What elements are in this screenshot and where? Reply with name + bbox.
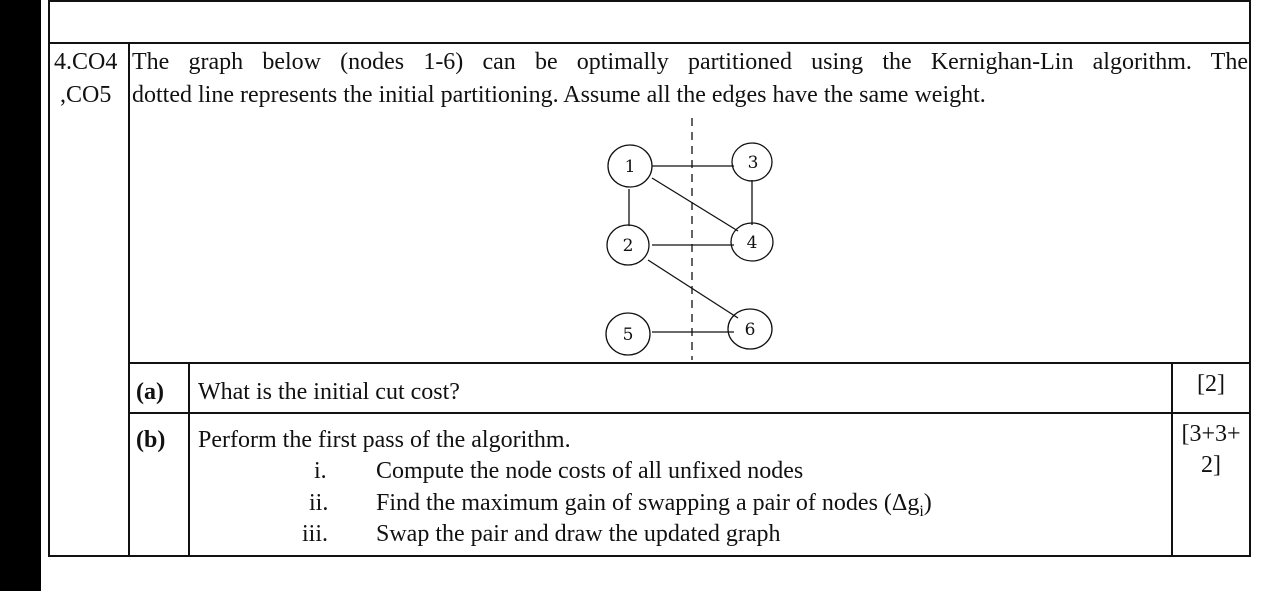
- subitem-iii-number: iii.: [302, 521, 329, 547]
- question-stem-line-2: dotted line represents the initial parti…: [132, 82, 986, 108]
- subitem-ii-text-wrap: Find the maximum gain of swapping a pair…: [376, 489, 932, 526]
- node-3-label: 3: [748, 153, 759, 173]
- marks-column-divider: [1171, 362, 1173, 557]
- node-5-label: 5: [623, 325, 634, 345]
- node-4-label: 4: [747, 233, 758, 253]
- node-2-circle: [606, 224, 650, 266]
- course-outcome-label: ,CO5: [60, 82, 112, 108]
- question-number-column-divider: [128, 42, 130, 557]
- figure-bottom-divider: [129, 362, 1251, 364]
- partition-graph-figure: 1 2 3 4 5 6: [605, 118, 774, 360]
- node-4-circle: [730, 222, 774, 262]
- subitem-ii-text: Find the maximum gain of swapping a pair…: [376, 490, 920, 516]
- node-6-label: 6: [745, 320, 756, 340]
- part-b-text: Perform the first pass of the algorithm.: [198, 427, 571, 453]
- node-3-circle: [731, 142, 773, 182]
- node-1-circle: [607, 144, 653, 188]
- subitem-ii-suffix: ): [923, 490, 932, 516]
- part-a-text: What is the initial cut cost?: [198, 379, 460, 405]
- part-b-marks-line-1: [3+3+: [1181, 421, 1241, 447]
- question-table: [48, 0, 1251, 557]
- part-a-marks: [2]: [1197, 371, 1225, 397]
- node-6-circle: [727, 308, 773, 350]
- node-2-label: 2: [623, 236, 634, 256]
- node-5-circle: [605, 312, 651, 356]
- question-number: 4.CO4: [54, 49, 118, 75]
- left-black-margin: [0, 0, 41, 591]
- part-label-column-divider: [188, 362, 190, 557]
- part-b-marks-line-2: 2]: [1201, 452, 1221, 478]
- part-a-bottom-divider: [129, 412, 1251, 414]
- header-row-divider: [48, 42, 1251, 44]
- subitem-ii-number: ii.: [309, 490, 329, 516]
- node-1-label: 1: [625, 157, 636, 177]
- subitem-i-text: Compute the node costs of all unfixed no…: [376, 458, 804, 484]
- part-a-label: (a): [136, 379, 164, 405]
- subitem-ii-subscript: i: [919, 502, 924, 520]
- question-stem-line-1: The graph below (nodes 1-6) can be optim…: [132, 49, 1248, 75]
- edge-2-6: [647, 259, 739, 319]
- part-b-label: (b): [136, 427, 166, 453]
- subitem-i-number: i.: [314, 458, 327, 484]
- edge-1-4: [651, 177, 739, 232]
- subitem-iii-text: Swap the pair and draw the updated graph: [376, 521, 781, 547]
